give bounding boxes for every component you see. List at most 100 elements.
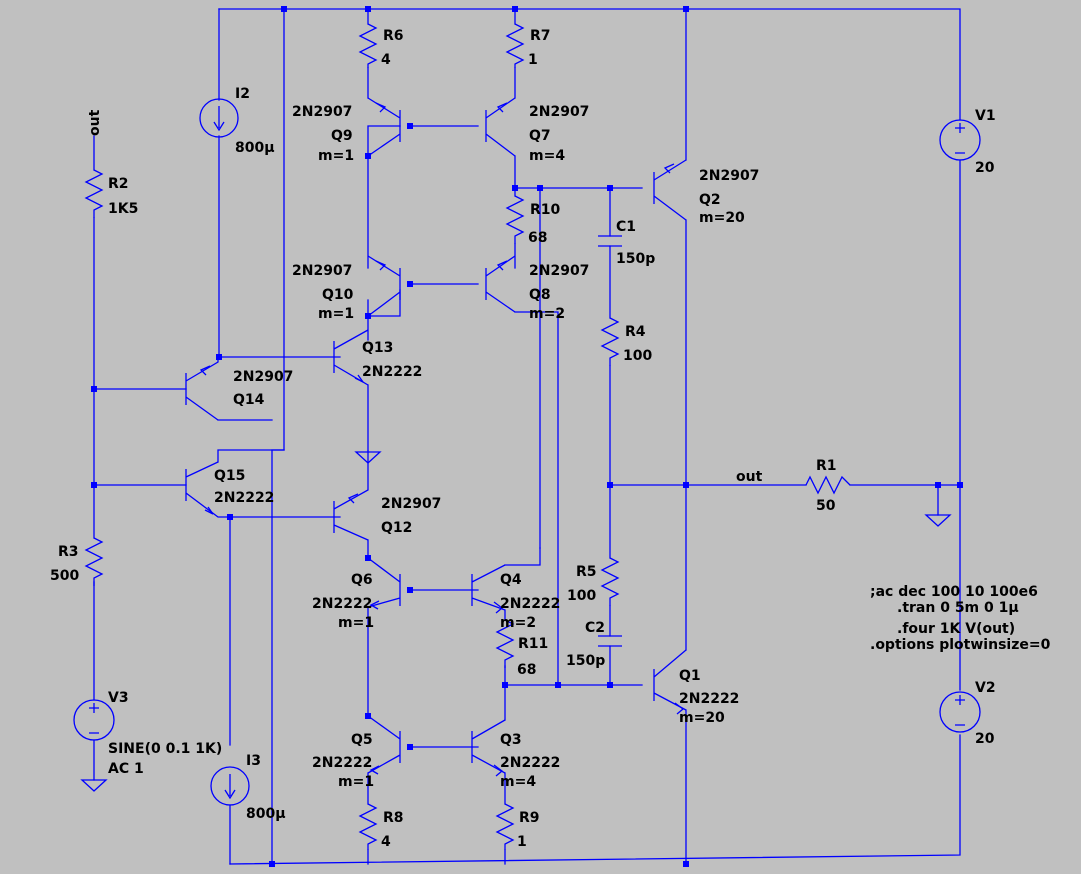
voltage-source-v2: V2 20 bbox=[939, 680, 996, 747]
resistor-r8: R8 4 bbox=[358, 803, 404, 850]
svg-text:.tran 0 5m 0 1µ: .tran 0 5m 0 1µ bbox=[897, 600, 1019, 616]
svg-text:.options plotwinsize=0: .options plotwinsize=0 bbox=[870, 637, 1051, 653]
resistor-r5: R5 100 bbox=[567, 557, 620, 606]
svg-text:Q10: Q10 bbox=[322, 287, 354, 303]
svg-text:R3: R3 bbox=[58, 544, 79, 560]
resistor-r1: R1 50 bbox=[805, 458, 851, 514]
resistor-r4: R4 100 bbox=[600, 317, 652, 366]
svg-text:R10: R10 bbox=[530, 202, 561, 218]
transistor-q2: 2N2907 Q2 m=20 bbox=[653, 159, 759, 226]
transistor-q7: 2N2907 Q7 m=4 bbox=[485, 97, 589, 164]
svg-text:R1: R1 bbox=[816, 458, 837, 474]
svg-text:1: 1 bbox=[517, 834, 527, 850]
resistor-r10: R10 68 bbox=[505, 195, 561, 246]
svg-text:SINE(0 0.1 1K): SINE(0 0.1 1K) bbox=[108, 741, 222, 757]
transistor-q15: Q15 2N2222 bbox=[185, 461, 274, 518]
svg-text:800µ: 800µ bbox=[235, 140, 275, 156]
svg-text:2N2222: 2N2222 bbox=[214, 490, 274, 506]
svg-text:Q13: Q13 bbox=[362, 340, 393, 356]
svg-text:68: 68 bbox=[517, 662, 536, 678]
svg-text:100: 100 bbox=[567, 588, 596, 604]
svg-text:2N2907: 2N2907 bbox=[381, 496, 441, 512]
transistor-q4: Q4 2N2222 m=2 bbox=[471, 564, 560, 631]
svg-text:50: 50 bbox=[816, 498, 836, 514]
svg-text:V1: V1 bbox=[975, 108, 996, 124]
svg-text:R5: R5 bbox=[576, 564, 597, 580]
svg-text:m=2: m=2 bbox=[529, 306, 565, 322]
svg-text:2N2222: 2N2222 bbox=[312, 755, 372, 771]
capacitor-c1: C1 150p bbox=[598, 219, 655, 267]
svg-text:I3: I3 bbox=[246, 753, 261, 769]
svg-text:2N2222: 2N2222 bbox=[312, 596, 372, 612]
svg-text:Q1: Q1 bbox=[679, 668, 701, 684]
svg-text:2N2907: 2N2907 bbox=[292, 263, 352, 279]
spice-directives: ;ac dec 100 10 100e6 .tran 0 5m 0 1µ .fo… bbox=[870, 584, 1051, 653]
net-label-out-left: out bbox=[87, 109, 103, 136]
resistor-r11: R11 68 bbox=[495, 619, 548, 678]
svg-text:Q8: Q8 bbox=[529, 287, 551, 303]
svg-text:R7: R7 bbox=[530, 28, 551, 44]
svg-text:Q12: Q12 bbox=[381, 520, 412, 536]
transistor-q1: Q1 2N2222 m=20 bbox=[653, 649, 739, 726]
transistor-q10: 2N2907 Q10 m=1 bbox=[292, 255, 401, 322]
voltage-source-v1: V1 20 bbox=[939, 108, 996, 176]
svg-text:R6: R6 bbox=[383, 28, 404, 44]
svg-text:Q14: Q14 bbox=[233, 392, 265, 408]
svg-text:150p: 150p bbox=[566, 653, 605, 669]
svg-text:Q4: Q4 bbox=[500, 572, 522, 588]
svg-text:m=2: m=2 bbox=[500, 615, 536, 631]
transistor-q12: 2N2907 Q12 bbox=[333, 450, 441, 541]
svg-text:R11: R11 bbox=[518, 636, 548, 652]
svg-text:m=20: m=20 bbox=[679, 710, 725, 726]
resistor-r2: R2 1K5 bbox=[84, 169, 138, 218]
svg-text:800µ: 800µ bbox=[246, 806, 286, 822]
svg-text:V2: V2 bbox=[975, 680, 996, 696]
svg-text:1K5: 1K5 bbox=[108, 201, 138, 217]
resistor-r9: R9 1 bbox=[495, 803, 540, 850]
svg-text:Q9: Q9 bbox=[331, 128, 353, 144]
svg-text:20: 20 bbox=[975, 160, 995, 176]
svg-text:AC 1: AC 1 bbox=[108, 761, 144, 777]
svg-text:4: 4 bbox=[381, 52, 391, 68]
svg-text:m=20: m=20 bbox=[699, 210, 745, 226]
svg-text:R2: R2 bbox=[108, 176, 129, 192]
current-source-i2: I2 800µ bbox=[199, 86, 275, 156]
current-source-i3: I3 800µ bbox=[210, 753, 286, 822]
svg-text:.four 1K V(out): .four 1K V(out) bbox=[897, 621, 1015, 637]
svg-text:m=1: m=1 bbox=[338, 774, 374, 790]
svg-text:V3: V3 bbox=[108, 690, 129, 706]
svg-text:500: 500 bbox=[50, 568, 79, 584]
transistor-q14: 2N2907 Q14 bbox=[185, 357, 293, 421]
junction-dots bbox=[91, 6, 963, 867]
transistor-q6: Q6 2N2222 m=1 bbox=[312, 557, 401, 631]
svg-text:150p: 150p bbox=[616, 251, 655, 267]
svg-text:1: 1 bbox=[528, 52, 538, 68]
svg-text:68: 68 bbox=[528, 230, 547, 246]
svg-text:m=1: m=1 bbox=[338, 615, 374, 631]
net-label-out-right: out bbox=[736, 469, 763, 485]
svg-text:Q5: Q5 bbox=[351, 732, 373, 748]
svg-text:Q6: Q6 bbox=[351, 572, 373, 588]
transistor-q8: 2N2907 Q8 m=2 bbox=[485, 255, 589, 322]
svg-text:Q3: Q3 bbox=[500, 732, 522, 748]
svg-text:2N2907: 2N2907 bbox=[529, 263, 589, 279]
svg-text:2N2222: 2N2222 bbox=[500, 596, 560, 612]
svg-text:R9: R9 bbox=[519, 810, 540, 826]
svg-text:2N2222: 2N2222 bbox=[679, 691, 739, 707]
svg-text:m=4: m=4 bbox=[500, 774, 536, 790]
svg-text:20: 20 bbox=[975, 731, 995, 747]
transistor-q5: Q5 2N2222 m=1 bbox=[312, 715, 401, 790]
svg-text:;ac dec 100 10 100e6: ;ac dec 100 10 100e6 bbox=[870, 584, 1038, 600]
svg-text:2N2907: 2N2907 bbox=[699, 168, 759, 184]
svg-text:Q7: Q7 bbox=[529, 128, 551, 144]
svg-text:Q2: Q2 bbox=[699, 192, 721, 208]
svg-text:2N2907: 2N2907 bbox=[292, 104, 352, 120]
svg-text:m=1: m=1 bbox=[318, 306, 354, 322]
svg-text:I2: I2 bbox=[235, 86, 250, 102]
voltage-source-v3: V3 SINE(0 0.1 1K) AC 1 bbox=[73, 690, 222, 777]
svg-text:4: 4 bbox=[381, 834, 391, 850]
transistor-q9: 2N2907 Q9 m=1 bbox=[292, 97, 401, 164]
svg-text:R8: R8 bbox=[383, 810, 404, 826]
svg-text:C1: C1 bbox=[616, 219, 636, 235]
